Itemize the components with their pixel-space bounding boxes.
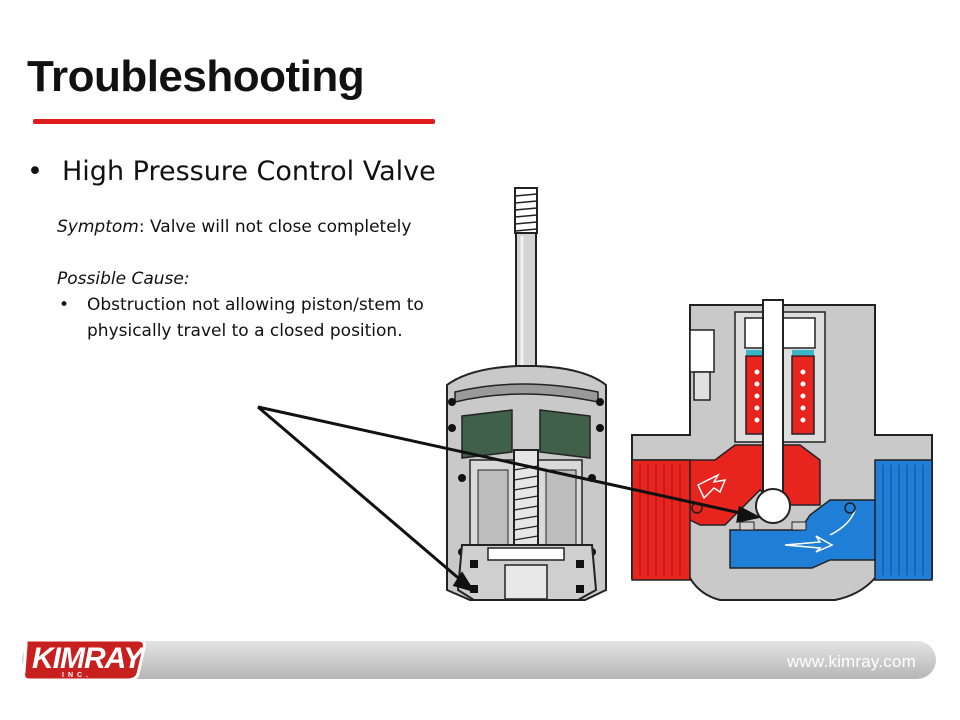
symptom-line: Symptom: Valve will not close completely <box>57 214 447 240</box>
logo-sub-text: INC. <box>62 672 92 679</box>
symptom-block: Symptom: Valve will not close completely… <box>57 214 447 344</box>
symptom-label: Symptom <box>57 217 139 237</box>
sub-bullet-icon: • <box>59 295 70 315</box>
cause-label: Possible Cause: <box>57 269 190 289</box>
bullet-icon: • <box>27 156 43 187</box>
title-underline <box>33 119 435 124</box>
slide-title: Troubleshooting <box>27 52 365 101</box>
valve-body <box>631 299 933 601</box>
cause-list-item: • Obstruction not allowing piston/stem t… <box>57 292 447 344</box>
footer-bar <box>22 641 936 679</box>
cause-item-text: Obstruction not allowing piston/stem to … <box>87 295 424 341</box>
footer-url[interactable]: www.kimray.com <box>786 652 916 671</box>
main-bullet: • High Pressure Control Valve <box>27 156 436 187</box>
main-bullet-text: High Pressure Control Valve <box>62 156 436 187</box>
logo-text: KIMRAY <box>32 642 143 675</box>
pointer-arrows <box>257 405 762 593</box>
kimray-logo <box>22 638 146 682</box>
symptom-text: : Valve will not close completely <box>138 217 412 237</box>
piston-stem-assembly <box>446 187 607 601</box>
